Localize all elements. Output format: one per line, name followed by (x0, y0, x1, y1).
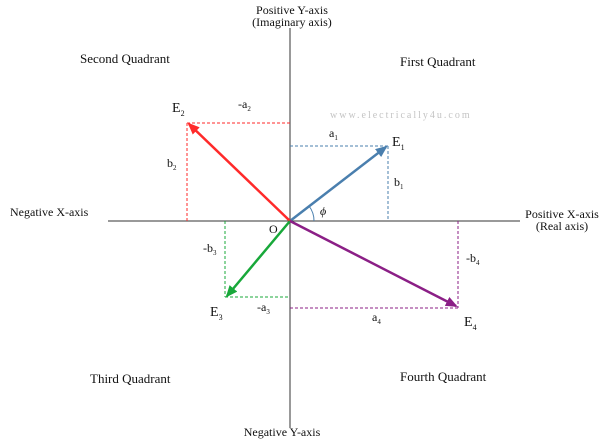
e1-label: E1 (392, 135, 405, 152)
positive-x-axis-label: Positive X-axis (525, 207, 599, 221)
imaginary-axis-label: (Imaginary axis) (252, 15, 332, 29)
vector-e2-arrow (187, 122, 291, 222)
positive-y-axis-label: Positive Y-axis (256, 3, 328, 17)
e2-components (186, 122, 290, 221)
b3-label: -b3 (203, 241, 217, 257)
fourth-quadrant-label: Fourth Quadrant (400, 369, 487, 384)
vector-e4-arrow (289, 219, 458, 308)
b2-label: b2 (167, 156, 177, 172)
a3-label: -a3 (257, 300, 270, 316)
watermark-text: www.electrically4u.com (330, 110, 472, 121)
angle-arc (308, 205, 315, 222)
third-quadrant-label: Third Quadrant (90, 371, 171, 386)
b4-label: -b4 (466, 251, 480, 267)
vector-e3-arrow (225, 220, 291, 298)
e4-components (290, 221, 459, 309)
e3-label: E3 (210, 305, 223, 322)
e4-label: E4 (464, 315, 477, 332)
real-axis-label: (Real axis) (536, 219, 588, 233)
second-quadrant-label: Second Quadrant (80, 51, 170, 66)
e2-label: E2 (172, 101, 185, 118)
negative-x-axis-label: Negative X-axis (10, 205, 89, 219)
e1-components (290, 145, 389, 221)
a2-label: -a2 (238, 97, 251, 113)
vector-e1-arrow (289, 145, 388, 222)
angle-phi-label: ϕ (320, 204, 326, 218)
a1-label: a1 (329, 126, 338, 142)
origin-label: O (269, 222, 278, 236)
a4-label: a4 (372, 310, 381, 326)
b1-label: b1 (394, 175, 404, 191)
first-quadrant-label: First Quadrant (400, 54, 476, 69)
negative-y-axis-label: Negative Y-axis (244, 425, 321, 439)
